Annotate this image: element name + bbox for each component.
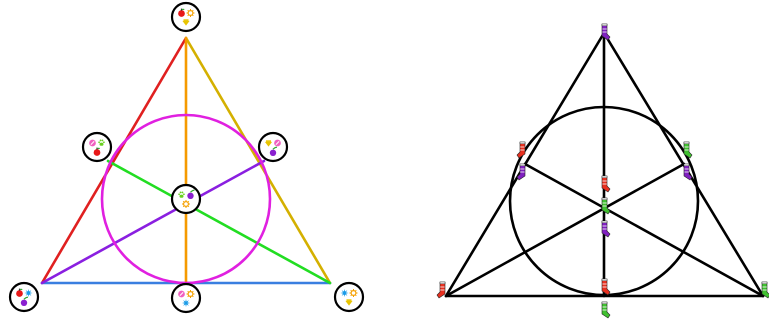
purple-plum-icon	[187, 189, 195, 199]
median-a-line	[523, 162, 765, 298]
red-apple-icon	[16, 288, 23, 297]
left-side-line	[40, 36, 188, 285]
point-bottom-middle-socks	[601, 278, 611, 319]
green-sock-icon	[601, 301, 611, 319]
purple-sock-icon	[683, 163, 693, 181]
point-bottom-left-socks	[436, 281, 446, 299]
incircle-line	[100, 113, 272, 285]
purple-plum-icon	[20, 296, 29, 306]
point-top-bubble	[170, 1, 202, 33]
green-sock-icon	[761, 281, 769, 299]
purple-sock-icon	[601, 220, 611, 238]
point-upper-left-bubble	[81, 131, 113, 163]
point-upper-right-socks	[683, 141, 693, 181]
point-center-socks	[601, 175, 611, 238]
blue-star-icon	[182, 299, 190, 307]
blue-star-icon	[340, 289, 349, 297]
red-sock-icon	[601, 175, 611, 193]
yellow-gem-icon	[345, 299, 353, 306]
incircle-line	[508, 105, 700, 297]
point-top-socks	[601, 23, 611, 41]
red-sock-icon	[516, 141, 526, 159]
purple-median-line	[40, 159, 266, 285]
red-sock-icon	[601, 278, 611, 296]
green-sock-icon	[601, 197, 611, 215]
blue-star-icon	[24, 289, 33, 297]
pink-circle-icon	[178, 290, 185, 298]
orange-sun-icon	[182, 200, 190, 208]
red-sock-icon	[436, 281, 446, 299]
pink-circle-icon	[274, 139, 281, 147]
orange-sun-icon	[186, 9, 195, 17]
purple-sock-icon	[516, 163, 526, 181]
pink-circle-icon	[89, 139, 96, 147]
orange-sun-icon	[349, 289, 358, 297]
orange-sun-icon	[186, 290, 195, 298]
point-bottom-left-bubble	[8, 281, 40, 313]
median-b-line	[444, 162, 686, 298]
green-paw-icon	[98, 139, 105, 146]
green-median-line	[106, 159, 332, 285]
green-sock-icon	[683, 141, 693, 159]
point-upper-left-socks	[516, 141, 526, 181]
purple-plum-icon	[269, 146, 278, 156]
red-apple-icon	[178, 8, 185, 17]
right-side-line	[602, 31, 765, 298]
green-paw-icon	[178, 191, 185, 198]
point-upper-right-bubble	[257, 131, 289, 163]
red-apple-icon	[93, 147, 101, 156]
point-bottom-right-bubble	[333, 281, 365, 313]
yellow-gem-icon	[182, 19, 190, 26]
left-side-line	[444, 31, 606, 298]
right-side-line	[184, 36, 332, 285]
point-bottom-right-socks	[761, 281, 769, 299]
point-bottom-middle-bubble	[170, 282, 202, 314]
yellow-gem-icon	[264, 140, 273, 147]
purple-sock-icon	[601, 23, 611, 41]
point-center-bubble	[170, 183, 202, 215]
